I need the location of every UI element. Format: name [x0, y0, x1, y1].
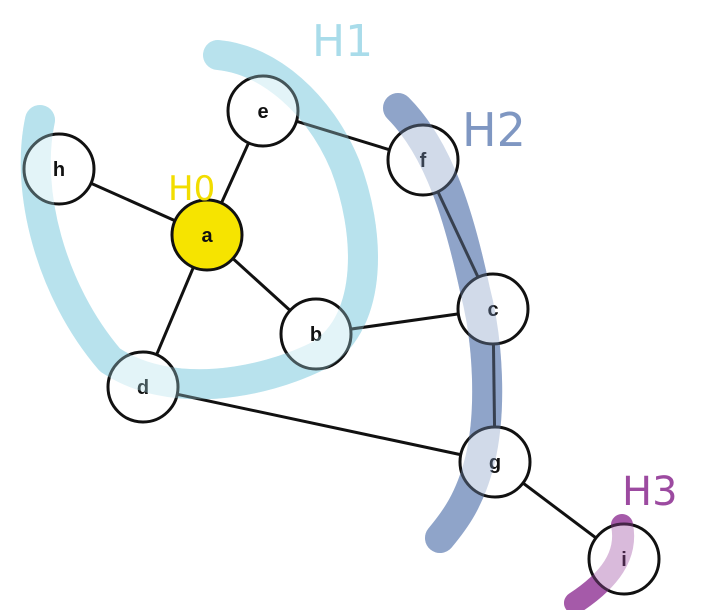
h3-label: H3 [622, 469, 678, 515]
node-label-a: a [201, 225, 213, 247]
node-g: g [458, 425, 532, 499]
h0-label: H0 [168, 169, 215, 209]
node-label-h: h [53, 159, 65, 181]
h2-highlighter-stroke-overlay [383, 93, 503, 553]
node-a: a [170, 198, 244, 272]
node-circle-c [456, 272, 530, 346]
node-b: b [279, 297, 353, 371]
highlighter-overlay [20, 40, 635, 614]
group-labels: H0 H1 H2 H3 [168, 16, 678, 515]
node-e: e [226, 74, 300, 148]
node-circle-f [386, 123, 460, 197]
node-circle-b [279, 297, 353, 371]
edge-d-g [142, 385, 496, 464]
node-label-f: f [420, 150, 427, 172]
h1-label: H1 [312, 16, 373, 67]
node-i: i [587, 522, 661, 596]
node-label-b: b [310, 324, 322, 346]
node-c: c [456, 272, 530, 346]
node-label-i: i [621, 549, 627, 571]
node-circle-a [170, 198, 244, 272]
node-label-c: c [487, 299, 498, 321]
node-circle-d [106, 350, 180, 424]
nodes: a b c d e f g h i [22, 74, 661, 596]
h1-highlighter-stroke-overlay [20, 40, 378, 400]
node-circle-i [587, 522, 661, 596]
node-label-g: g [489, 452, 501, 474]
node-label-d: d [137, 377, 149, 399]
node-circle-h [22, 132, 96, 206]
node-label-e: e [257, 101, 268, 123]
h2-label: H2 [462, 103, 526, 157]
node-h: h [22, 132, 96, 206]
node-circle-e [226, 74, 300, 148]
node-f: f [386, 123, 460, 197]
node-d: d [106, 350, 180, 424]
node-circle-g [458, 425, 532, 499]
h3-highlighter-stroke-overlay [564, 514, 635, 614]
